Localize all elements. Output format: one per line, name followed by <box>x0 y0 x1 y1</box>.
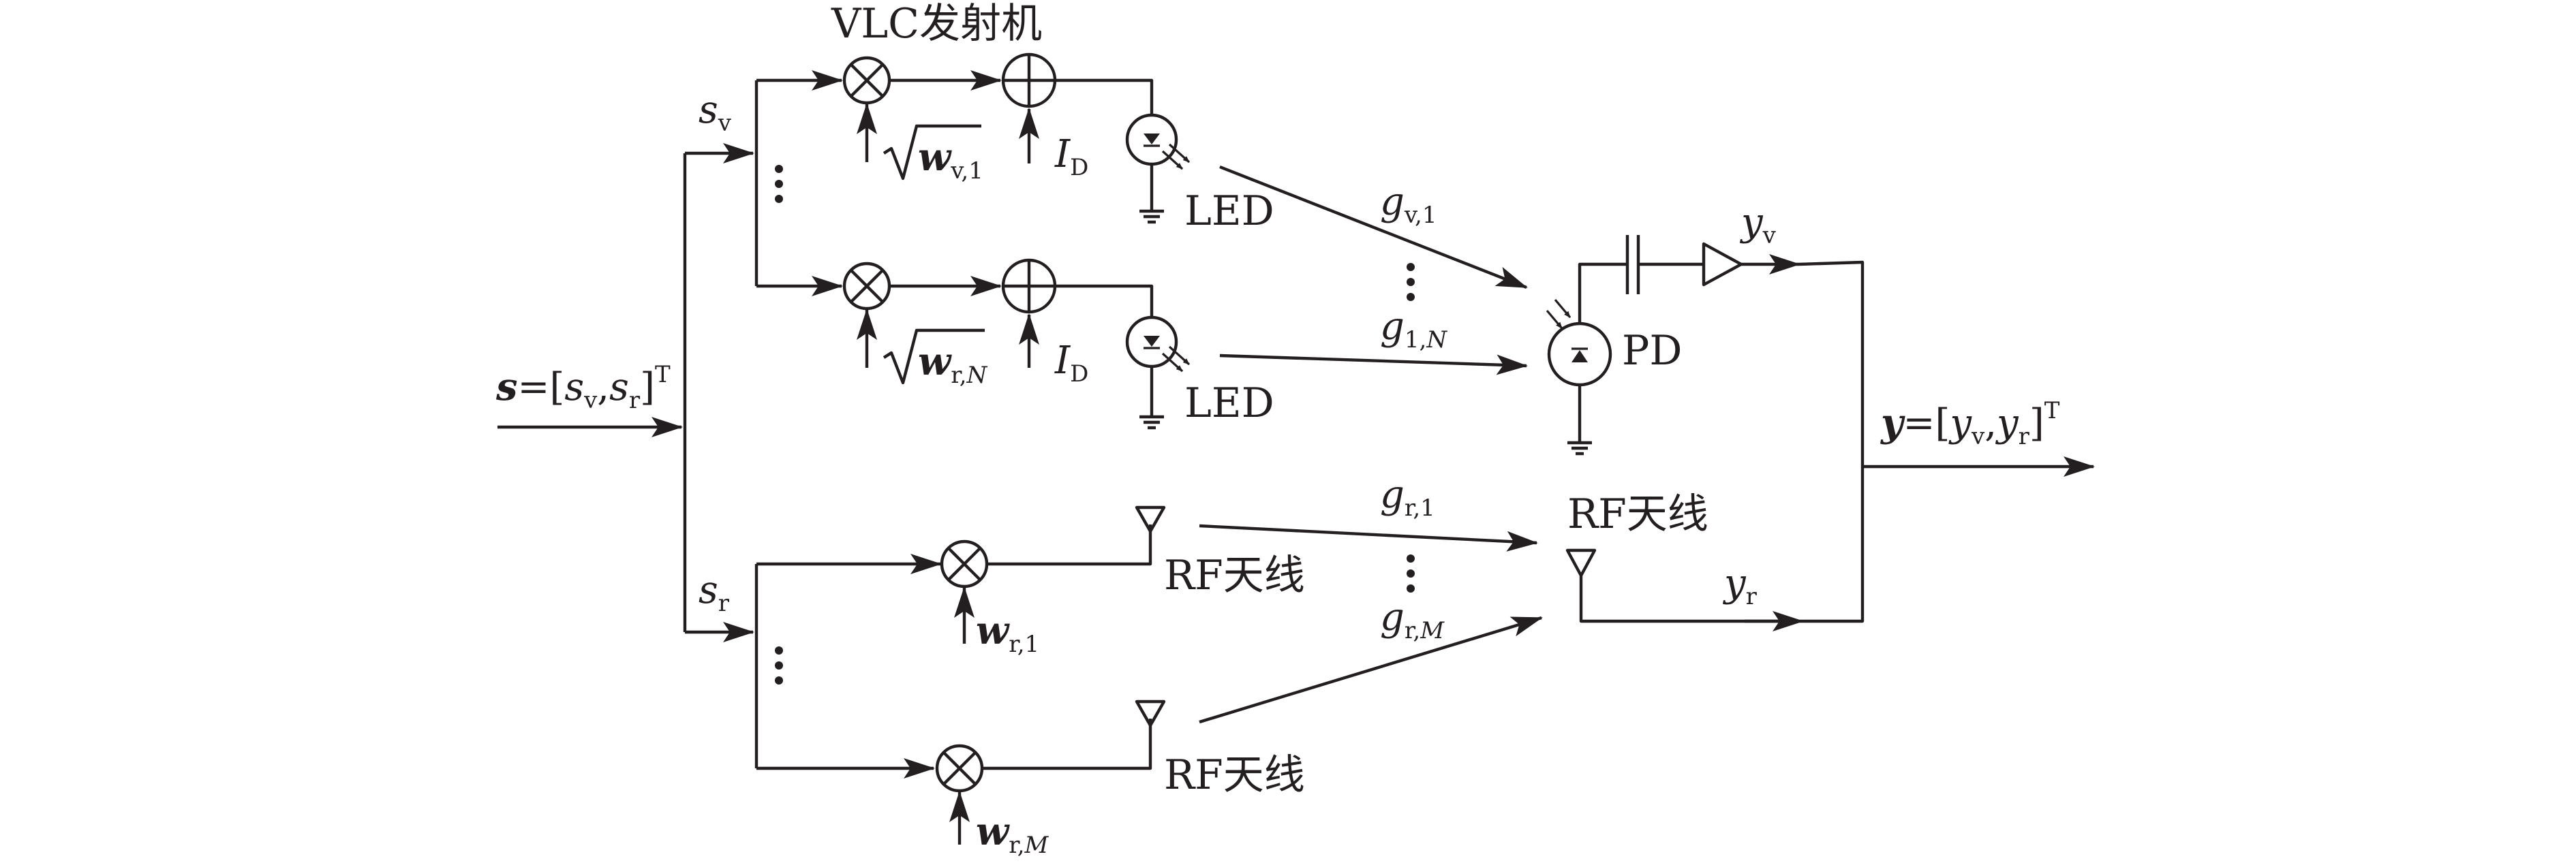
vlc-channel-1 <box>1219 165 1528 289</box>
led-n-label: LED <box>1184 379 1274 427</box>
rf-mult-to-antenna-1-wire <box>987 524 1152 566</box>
adder-to-led-n-wire <box>1055 284 1154 317</box>
led-1 <box>1125 113 1191 224</box>
amplifier <box>1702 242 1743 287</box>
rf-tx-antenna-1 <box>1135 505 1166 533</box>
gain-label-g1N: g1,N <box>1380 304 1447 354</box>
photodiode <box>1546 298 1612 456</box>
rf-multiplier-m <box>935 744 984 793</box>
rf-antenna-m-label: RF天线 <box>1164 751 1305 799</box>
input-section: s=[sv,sr]T sv sr <box>495 88 754 642</box>
rf-tx-antenna-m <box>1135 700 1166 727</box>
vlc-ellipsis-dots <box>775 165 783 203</box>
gain-label-grM: gr,M <box>1380 595 1445 644</box>
sv-label: sv <box>699 88 732 137</box>
rf-rx-wire <box>1579 576 1799 623</box>
rf-rx-antenna-label: RF天线 <box>1567 490 1708 538</box>
rf-channel-ellipsis-dots <box>1407 554 1415 593</box>
adder-1 <box>1001 52 1057 108</box>
svg-text:wr,N: wr,N <box>918 339 988 389</box>
input-signal-label: s=[sv,sr]T <box>495 361 671 414</box>
weight-label-wrN: wr,N <box>883 328 988 389</box>
adder-to-led-1-wire <box>1055 78 1154 116</box>
led-n <box>1125 315 1191 430</box>
vlc-branch: VLC发射机 wv,1 <box>754 0 1274 430</box>
combiner-bracket <box>1798 260 1865 623</box>
weight-label-wrM: wr,M <box>976 809 1049 859</box>
rf-multiplier-1 <box>940 539 989 589</box>
output-signal-label: y=[yv,yr]T <box>1880 397 2060 450</box>
weight-label-wr1: wr,1 <box>976 608 1039 658</box>
rf-antenna-1-label: RF天线 <box>1164 552 1305 599</box>
pd-receiver: PD yv <box>1546 200 1800 456</box>
rf-path-m: wr,M RF天线 <box>935 700 1305 859</box>
rf-channels: gr,1 gr,M <box>1199 473 1543 724</box>
rf-branch: wr,1 RF天线 wr,M RF天线 <box>754 505 1305 859</box>
pd-output-wire <box>1578 262 1627 324</box>
coupling-capacitor <box>1625 235 1640 294</box>
rf-receiver: RF天线 yr <box>1565 490 1804 631</box>
yr-label: yr <box>1722 561 1758 610</box>
gain-label-gv1: gv,1 <box>1380 180 1437 229</box>
rf-mult-to-antenna-m-wire <box>982 719 1152 770</box>
led-1-label: LED <box>1184 187 1274 235</box>
vlc-channel-n <box>1219 354 1528 375</box>
vlc-channels: gv,1 g1,N <box>1219 165 1528 375</box>
vlc-path-1: wv,1 ID LED <box>842 52 1274 235</box>
multiplier-1 <box>842 56 891 105</box>
rf-ellipsis-dots <box>775 646 783 685</box>
vlc-channel-ellipsis-dots <box>1407 263 1415 301</box>
rf-channel-m <box>1199 616 1543 724</box>
rf-rx-antenna <box>1565 548 1597 578</box>
weight-label-wv1: wv,1 <box>883 124 983 185</box>
rf-path-1: wr,1 RF天线 <box>940 505 1305 658</box>
multiplier-n <box>842 262 891 311</box>
gain-label-gr1: gr,1 <box>1380 473 1435 522</box>
bias-label-1: ID <box>1054 132 1088 181</box>
pd-label: PD <box>1622 327 1682 375</box>
adder-n <box>1001 258 1057 314</box>
svg-text:wv,1: wv,1 <box>918 135 983 185</box>
output-section: y=[yv,yr]T <box>1798 260 2095 623</box>
sr-label: sr <box>699 568 730 617</box>
rf-channel-1 <box>1199 524 1538 552</box>
vlc-transmitter-label: VLC发射机 <box>831 0 1042 48</box>
vlc-path-n: wr,N ID LED <box>842 258 1274 430</box>
yv-label: yv <box>1739 200 1777 249</box>
bias-label-n: ID <box>1054 339 1088 388</box>
